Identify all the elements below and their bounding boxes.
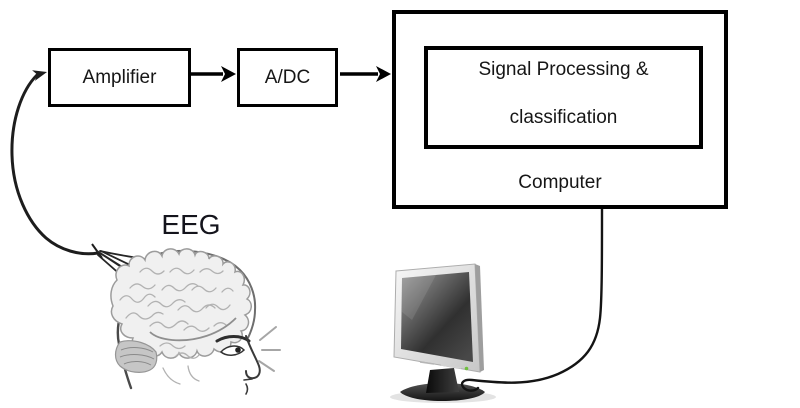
monitor-buttons	[440, 364, 462, 369]
nose	[245, 335, 261, 380]
sylvian-fissure	[149, 317, 237, 342]
computer-label: Computer	[518, 172, 602, 193]
pupil	[235, 347, 241, 353]
monitor-stand	[426, 368, 459, 393]
amplifier-block: Amplifier	[48, 48, 191, 107]
amplifier-label: Amplifier	[82, 66, 157, 88]
flow-arrow-amplifier-to-adc	[191, 66, 236, 82]
adc-label: A/DC	[264, 66, 311, 88]
signal-processing-label-line2: classification	[509, 107, 618, 128]
signal-processing-block: Signal Processing & classification	[424, 46, 703, 149]
cerebellum-striations	[119, 347, 155, 366]
screen-glare	[402, 275, 436, 320]
computer-to-monitor-cable	[460, 207, 604, 392]
head-brain-sketch	[110, 248, 281, 395]
nose-bottom	[243, 378, 253, 395]
eeg-label: EEG	[161, 209, 221, 240]
adc-block: A/DC	[237, 48, 338, 107]
signal-processing-label-line1: Signal Processing &	[478, 59, 649, 80]
monitor-logo	[419, 361, 435, 365]
cable-arrowhead	[32, 70, 47, 81]
power-led	[464, 366, 469, 371]
monitor-illustration	[390, 263, 496, 403]
brain-gyri	[119, 267, 234, 385]
breath-lines	[258, 326, 281, 372]
monitor-screen	[401, 272, 473, 362]
monitor-side-edge	[475, 264, 484, 372]
flow-arrow-adc-to-computer	[340, 66, 391, 82]
